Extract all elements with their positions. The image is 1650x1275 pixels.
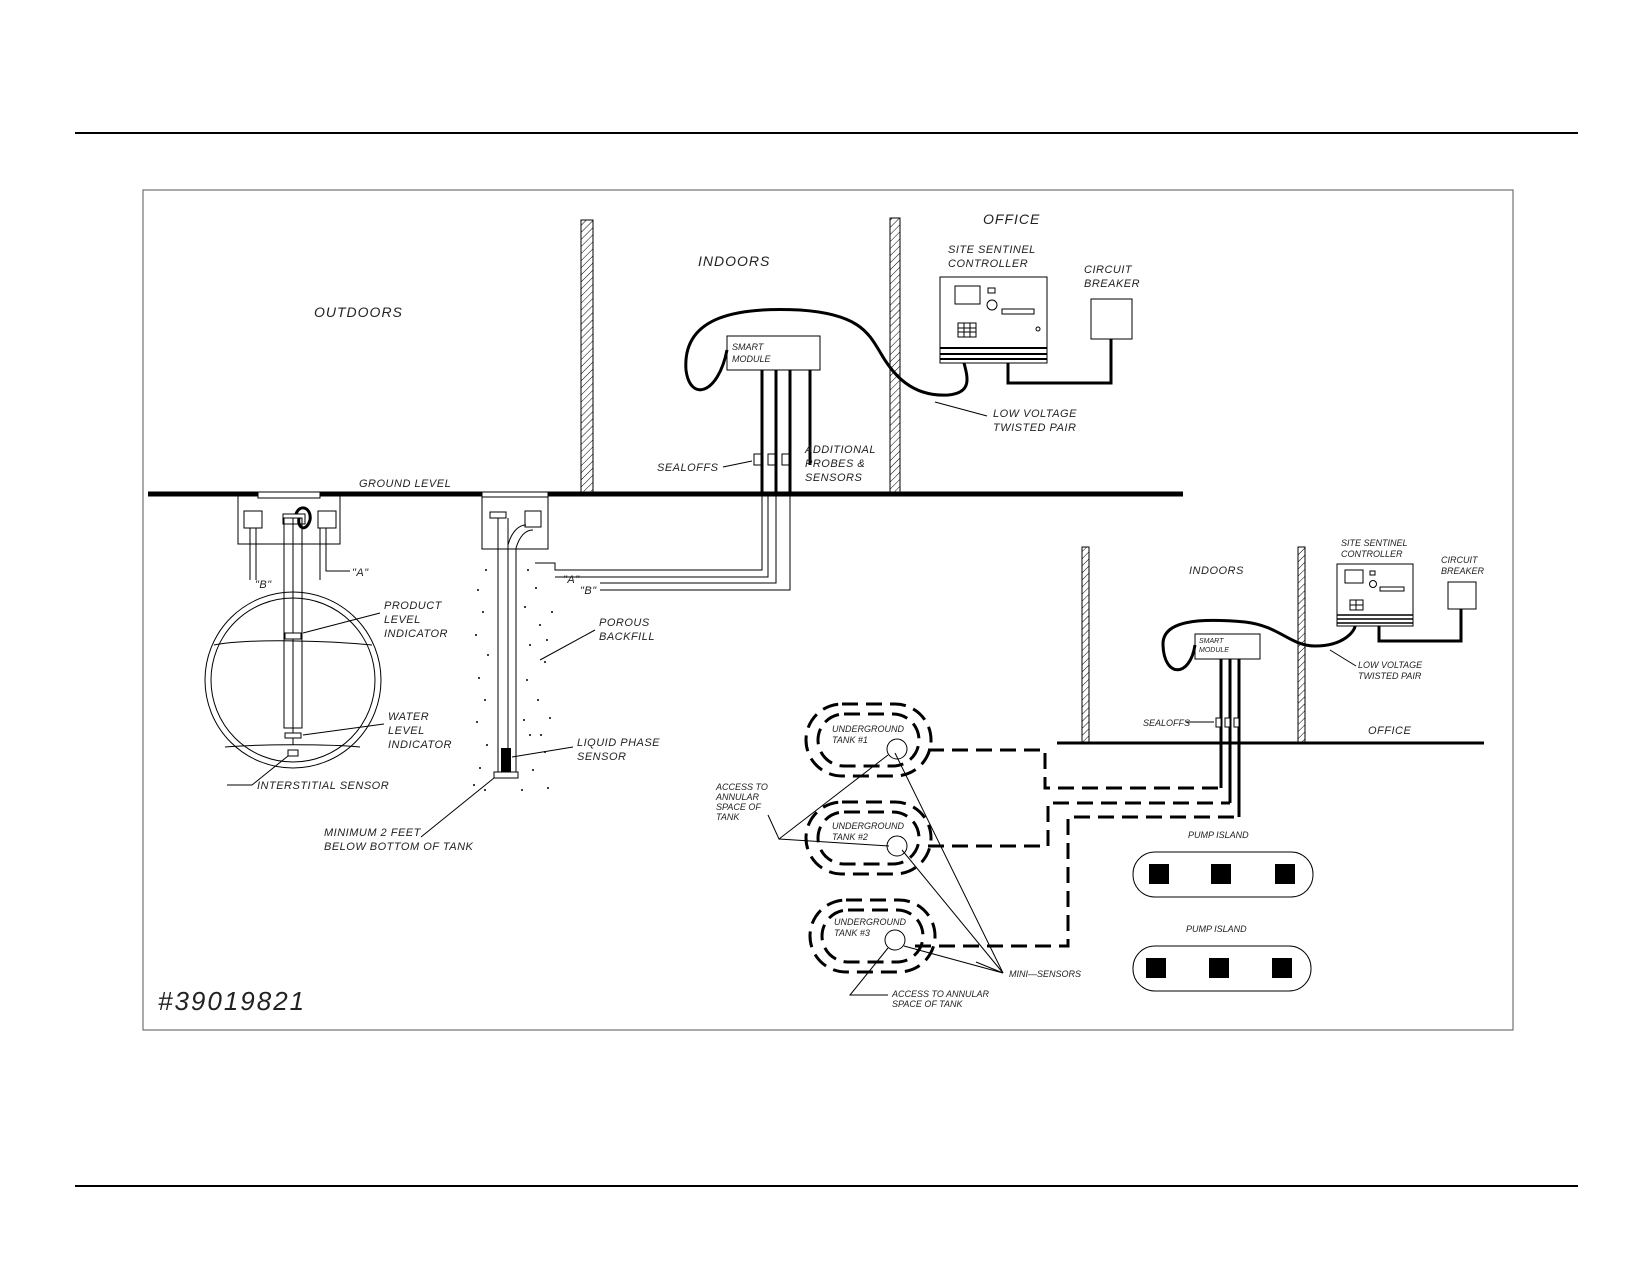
minimum-label-2: BELOW BOTTOM OF TANK xyxy=(324,841,474,853)
twisted-pair-label-1: LOW VOLTAGE xyxy=(993,408,1077,420)
breaker-label-2: BREAKER xyxy=(1084,278,1140,290)
water-leader xyxy=(302,723,385,736)
breaker-label-2-1: CIRCUIT xyxy=(1441,555,1479,565)
office-label: OFFICE xyxy=(983,211,1040,227)
outdoors-label: OUTDOORS xyxy=(314,304,403,320)
circuit-breaker xyxy=(1090,298,1133,340)
breaker-label-1: CIRCUIT xyxy=(1084,264,1133,276)
product-label-2: LEVEL xyxy=(384,614,421,626)
site-sentinel-controller-2 xyxy=(1336,563,1414,627)
water-label-1: WATER xyxy=(388,711,429,723)
porous-label-2: BACKFILL xyxy=(599,631,655,643)
conduits-2 xyxy=(1215,659,1241,817)
product-label-1: PRODUCT xyxy=(384,600,443,612)
controller-label-2-2: CONTROLLER xyxy=(1341,549,1403,559)
access-b-label-1: ACCESS TO ANNULAR xyxy=(891,989,990,999)
site-sentinel-controller xyxy=(939,276,1048,364)
breaker-wire xyxy=(1006,339,1113,385)
twisted-pair-leader-2 xyxy=(1329,649,1357,667)
indoors-label-2: INDOORS xyxy=(1189,565,1244,577)
access-label-2: ANNULAR xyxy=(715,792,760,802)
twisted-pair-cable-2 xyxy=(1161,618,1357,672)
additional-label-1: ADDITIONAL xyxy=(804,444,876,456)
mini-sensors-leaders xyxy=(894,752,1004,974)
sealoff-fittings xyxy=(753,453,790,466)
breaker-wire-2 xyxy=(1377,609,1463,643)
tank-3-label-2: TANK #3 xyxy=(834,928,870,938)
tank-3-label-1: UNDERGROUND xyxy=(834,917,907,927)
twisted-pair-label-2: TWISTED PAIR xyxy=(993,422,1076,434)
tank-2-label-2: TANK #2 xyxy=(832,832,868,842)
access-leader-2 xyxy=(848,947,889,996)
access-leader-1 xyxy=(767,754,890,847)
underground-tank xyxy=(204,517,382,769)
mini-sensors-label: MINI—SENSORS xyxy=(1009,969,1081,979)
additional-label-2: PROBES & xyxy=(805,458,865,470)
twisted-pair-label-2-1: LOW VOLTAGE xyxy=(1358,660,1423,670)
access-label-1: ACCESS TO xyxy=(715,782,768,792)
smart-module-label-2: MODULE xyxy=(732,354,772,364)
ground-level-label: GROUND LEVEL xyxy=(359,478,451,490)
tank-1-label-2: TANK #1 xyxy=(832,735,868,745)
twisted-pair-cable xyxy=(684,307,969,397)
breaker-label-2-2: BREAKER xyxy=(1441,566,1485,576)
underground-conduits xyxy=(535,494,791,591)
pump-island-2 xyxy=(1132,945,1312,992)
controller-label-2: CONTROLLER xyxy=(948,258,1028,270)
b-label-2: "B" xyxy=(580,585,597,597)
interstitial-label: INTERSTITIAL SENSOR xyxy=(257,780,389,792)
monitoring-well xyxy=(473,491,553,791)
interstitial-leader xyxy=(227,755,289,786)
liquid-label-1: LIQUID PHASE xyxy=(577,737,660,749)
circuit-breaker-2 xyxy=(1447,581,1477,610)
pump-island-1 xyxy=(1132,851,1314,898)
water-label-2: LEVEL xyxy=(388,725,425,737)
sealoffs-leader xyxy=(722,460,753,468)
twisted-pair-leader xyxy=(934,401,988,417)
a-label: "A" xyxy=(352,567,369,579)
smart-module-2-label-2: MODULE xyxy=(1199,647,1229,654)
liquid-label-2: SENSOR xyxy=(577,751,626,763)
underground-tank-1 xyxy=(804,702,933,778)
tank-manway xyxy=(237,491,350,580)
wall-right xyxy=(889,217,901,495)
tank-2-label-1: UNDERGROUND xyxy=(832,821,905,831)
underground-dashed-runs xyxy=(915,748,1239,948)
controller-label-2-1: SITE SENTINEL xyxy=(1341,538,1408,548)
sealoffs-label-2: SEALOFFS xyxy=(1143,718,1190,728)
access-b-label-2: SPACE OF TANK xyxy=(892,999,964,1009)
wall-left xyxy=(580,219,594,495)
access-label-3: SPACE OF xyxy=(716,802,761,812)
minimum-leader xyxy=(420,777,495,838)
additional-label-3: SENSORS xyxy=(805,472,862,484)
drawing-frame xyxy=(142,189,1514,1031)
tank-1-label-1: UNDERGROUND xyxy=(832,724,905,734)
porous-label-1: POROUS xyxy=(599,617,650,629)
product-label-3: INDICATOR xyxy=(384,628,448,640)
twisted-pair-label-2-2: TWISTED PAIR xyxy=(1358,671,1422,681)
a-label-2: "A" xyxy=(563,574,580,586)
pump-island-label-1: PUMP ISLAND xyxy=(1188,830,1249,840)
controller-label-1: SITE SENTINEL xyxy=(948,244,1036,256)
product-leader xyxy=(302,612,381,634)
office-label-2: OFFICE xyxy=(1368,725,1411,737)
porous-leader xyxy=(539,629,596,661)
sealoffs-label: SEALOFFS xyxy=(657,462,719,474)
liquid-leader xyxy=(511,746,574,758)
conduits xyxy=(760,370,812,494)
smart-module-label-1: SMART xyxy=(732,342,765,352)
b-label: "B" xyxy=(255,579,272,591)
wall-right-section-a xyxy=(1081,546,1090,744)
water-label-3: INDICATOR xyxy=(388,739,452,751)
access-label-4: TANK xyxy=(716,812,740,822)
underground-tank-3 xyxy=(808,898,937,974)
smart-module-2-label-1: SMART xyxy=(1199,638,1224,645)
indoors-label: INDOORS xyxy=(698,253,770,269)
minimum-label-1: MINIMUM 2 FEET xyxy=(324,827,422,839)
pump-island-label-2: PUMP ISLAND xyxy=(1186,924,1247,934)
drawing-reference-number: #39019821 xyxy=(158,986,306,1016)
